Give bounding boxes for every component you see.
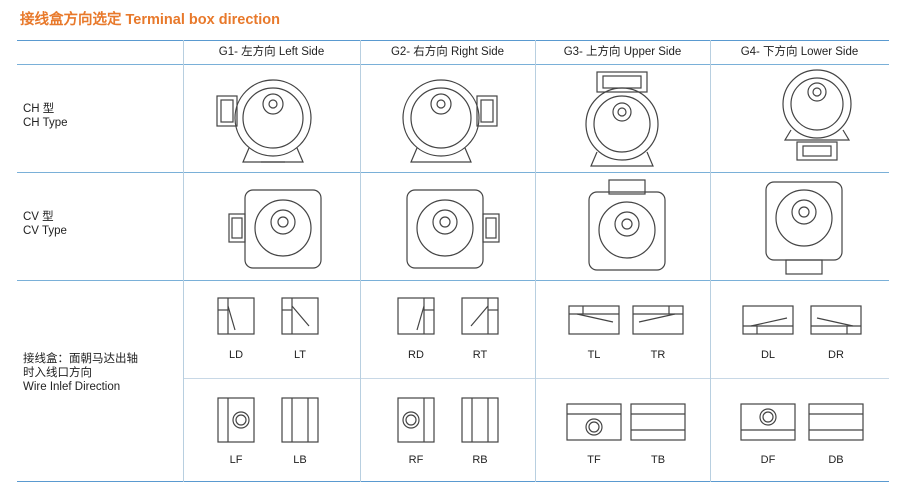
col-header-g2: G2- 右方向 Right Side [390,46,505,58]
cv-motor-left-drawing [227,186,327,272]
wire-subdivider [183,378,889,379]
col-header-g3: G3- 上方向 Upper Side [563,46,682,58]
code-label: TL [587,349,601,361]
row-label-wire-cn1: 接线盒：面朝马达出轴 [23,353,138,365]
box-df-icon [739,402,797,442]
col-header-g4: G4- 下方向 Lower Side [740,46,859,58]
box-lb-icon [279,396,321,444]
code-label: DF [760,454,776,466]
row-label-wire: 接线盒：面朝马达出轴 时入线口方向 Wire Inlef Direction [23,352,138,394]
box-rf-icon [395,396,437,444]
section-title: 接线盒方向选定 Terminal box direction [20,12,280,28]
row-label-ch-en: CH Type [23,117,68,129]
box-rt-icon [459,296,501,336]
code-label: DR [828,349,844,361]
box-dr-icon [809,302,863,338]
code-label: LT [293,349,307,361]
box-db-icon [807,402,865,442]
row-divider [17,280,889,281]
col-divider [710,40,711,482]
code-label: TF [587,454,601,466]
box-tb-icon [629,402,687,442]
cv-motor-right-drawing [401,186,501,272]
code-label: LB [293,454,307,466]
row-label-wire-en: Wire Inlef Direction [23,381,121,393]
col-header-g1: G1- 左方向 Left Side [218,46,325,58]
box-tl-icon [567,302,621,338]
row-divider [17,172,889,173]
code-label: TR [650,349,666,361]
row-label-cv: CV 型 CV Type [23,210,67,238]
code-label: DB [828,454,844,466]
ch-motor-left-drawing [213,76,323,166]
box-rd-icon [395,296,437,336]
table-top-border [17,40,889,41]
code-label: LD [228,349,244,361]
box-rb-icon [459,396,501,444]
ch-motor-upper-drawing [567,70,677,168]
ch-motor-lower-drawing [767,68,877,166]
box-dl-icon [741,302,795,338]
box-tr-icon [631,302,685,338]
terminal-box-table: G1- 左方向 Left Side G2- 右方向 Right Side G3-… [17,40,889,482]
box-tf-icon [565,402,623,442]
table-bottom-border [17,481,889,482]
header-divider [17,64,889,65]
row-label-cv-cn: CV 型 [23,211,54,223]
cv-motor-lower-drawing [754,180,854,276]
col-divider [183,40,184,482]
code-label: RT [472,349,488,361]
code-label: TB [650,454,666,466]
row-label-ch-cn: CH 型 [23,103,55,115]
row-label-ch: CH 型 CH Type [23,102,68,130]
code-label: LF [229,454,243,466]
code-label: RD [408,349,424,361]
row-label-wire-cn2: 时入线口方向 [23,367,92,379]
cv-motor-upper-drawing [577,178,677,274]
ch-motor-right-drawing [391,76,501,166]
col-divider [360,40,361,482]
box-ld-icon [215,296,257,336]
box-lf-icon [215,396,257,444]
box-lt-icon [279,296,321,336]
code-label: RB [472,454,488,466]
col-divider [535,40,536,482]
code-label: DL [760,349,776,361]
row-label-cv-en: CV Type [23,225,67,237]
code-label: RF [408,454,424,466]
